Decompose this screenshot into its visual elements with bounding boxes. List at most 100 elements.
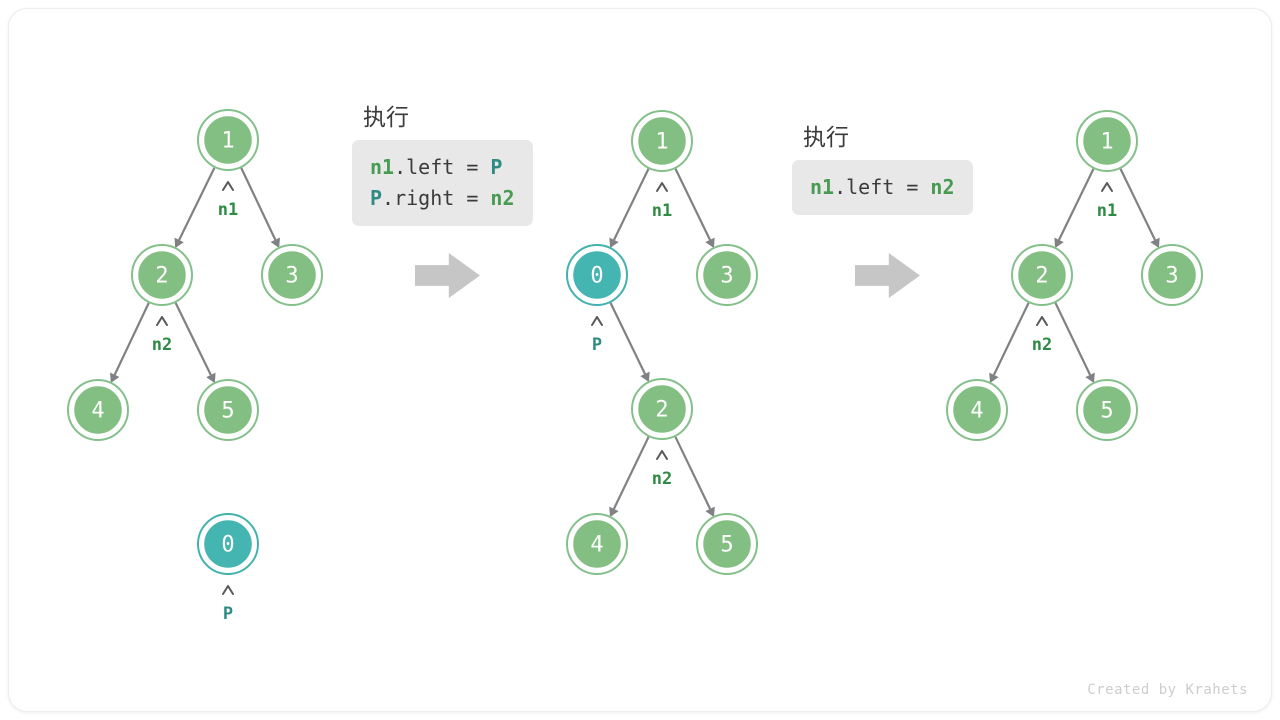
node-body xyxy=(1145,248,1199,302)
tree-edge-arrowhead xyxy=(640,371,650,383)
tree-node-3[interactable]: 3 xyxy=(696,244,758,306)
node-body xyxy=(950,383,1004,437)
node-outer-ring xyxy=(696,244,758,306)
node-value: 3 xyxy=(285,264,298,289)
tree-node-3[interactable]: 3 xyxy=(1141,244,1203,306)
tree-edge xyxy=(1054,302,1092,376)
tree-node-2[interactable]: 2 xyxy=(131,244,193,306)
node-outer-ring xyxy=(631,378,693,440)
node-body xyxy=(1080,114,1134,168)
node-outer-ring xyxy=(631,110,693,172)
pointer-P: P xyxy=(222,585,234,624)
tree-node-5[interactable]: 5 xyxy=(1076,379,1138,441)
tree-edges xyxy=(609,168,715,517)
pointer-label: n2 xyxy=(1032,335,1052,355)
node-body xyxy=(700,248,754,302)
tree-node-5[interactable]: 5 xyxy=(197,379,259,441)
tree-node-1[interactable]: 1 xyxy=(631,110,693,172)
code-line: P.right = n2 xyxy=(370,183,515,214)
tree-node-4[interactable]: 4 xyxy=(946,379,1008,441)
node-value: 2 xyxy=(1035,264,1048,289)
pointer-label: n1 xyxy=(218,200,238,220)
pointer-P: P xyxy=(591,316,603,355)
tree-node-4[interactable]: 4 xyxy=(67,379,129,441)
node-value: 3 xyxy=(1165,264,1178,289)
node-body xyxy=(635,382,689,436)
tree-edge xyxy=(113,302,150,376)
tree-edge xyxy=(174,302,212,376)
node-value: 2 xyxy=(155,264,168,289)
tree-edge-arrowhead xyxy=(110,372,120,383)
tree-edges xyxy=(989,168,1160,383)
tree-edge xyxy=(1058,168,1095,241)
node-outer-ring xyxy=(696,513,758,575)
node-body xyxy=(71,383,125,437)
pointer-label: n2 xyxy=(152,335,172,355)
tree-edge-arrowhead xyxy=(609,237,619,249)
pointer-caret-icon xyxy=(656,450,668,460)
tree-node-1[interactable]: 1 xyxy=(1076,110,1138,172)
code-token: n2 xyxy=(930,175,955,199)
tree-edge-arrowhead xyxy=(705,506,715,517)
exec-label: 执行 xyxy=(803,125,849,151)
code-line: n1.left = P xyxy=(370,152,515,183)
code-token: .left = xyxy=(394,155,491,179)
pointer-n1: n1 xyxy=(1097,182,1117,221)
node-body xyxy=(635,114,689,168)
node-outer-ring xyxy=(1011,244,1073,306)
node-outer-ring xyxy=(67,379,129,441)
pointer-n2: n2 xyxy=(1032,316,1052,355)
node-body xyxy=(570,517,624,571)
node-value: 5 xyxy=(720,533,733,558)
code-token: P xyxy=(370,186,383,210)
node-value: 0 xyxy=(590,264,603,289)
exec-label: 执行 xyxy=(363,105,409,131)
pointer-caret-icon xyxy=(1036,316,1048,326)
pointer-caret-icon xyxy=(656,182,668,192)
tree-node-5[interactable]: 5 xyxy=(696,513,758,575)
node-value: 4 xyxy=(970,399,983,424)
code-token: P xyxy=(490,155,503,179)
tree-edge-arrowhead xyxy=(1085,372,1095,383)
pointer-caret-icon xyxy=(222,585,234,595)
code-token: n2 xyxy=(490,186,515,210)
tree-edge xyxy=(240,167,277,241)
node-outer-ring xyxy=(1076,110,1138,172)
tree-node-0[interactable]: 0 xyxy=(197,513,259,575)
tree-edge-arrowhead xyxy=(1054,237,1064,249)
node-value: 5 xyxy=(1100,399,1113,424)
node-value: 0 xyxy=(221,533,234,558)
node-outer-ring xyxy=(1141,244,1203,306)
pointer-caret-icon xyxy=(1101,182,1113,192)
node-body xyxy=(1080,383,1134,437)
transition-arrow-2 xyxy=(855,253,920,298)
node-outer-ring xyxy=(197,513,259,575)
tree-edge-arrowhead xyxy=(174,237,184,249)
node-outer-ring xyxy=(946,379,1008,441)
tree-node-2[interactable]: 2 xyxy=(631,378,693,440)
code-token: .left = xyxy=(834,175,931,199)
tree-edge xyxy=(674,436,712,510)
tree-node-4[interactable]: 4 xyxy=(566,513,628,575)
pointer-caret-icon xyxy=(591,316,603,326)
code-snippet-box: n1.left = n2 xyxy=(792,160,973,215)
tree-edge-arrowhead xyxy=(609,506,619,517)
tree-node-0[interactable]: 0 xyxy=(566,244,628,306)
pointer-n1: n1 xyxy=(218,181,238,220)
tree-node-3[interactable]: 3 xyxy=(261,244,323,306)
tree-node-2[interactable]: 2 xyxy=(1011,244,1073,306)
tree-edge-arrowhead xyxy=(270,237,280,248)
node-body xyxy=(201,383,255,437)
tree-edge xyxy=(609,302,646,375)
tree-edge-arrowhead xyxy=(705,237,715,249)
tree-edge xyxy=(178,167,216,241)
node-value: 3 xyxy=(720,264,733,289)
tree-node-1[interactable]: 1 xyxy=(197,109,259,171)
node-outer-ring xyxy=(261,244,323,306)
node-value: 2 xyxy=(655,398,668,423)
code-token: n1 xyxy=(810,175,835,199)
tree-edge xyxy=(674,168,711,241)
pointer-label: n1 xyxy=(1097,201,1117,221)
node-outer-ring xyxy=(197,109,259,171)
